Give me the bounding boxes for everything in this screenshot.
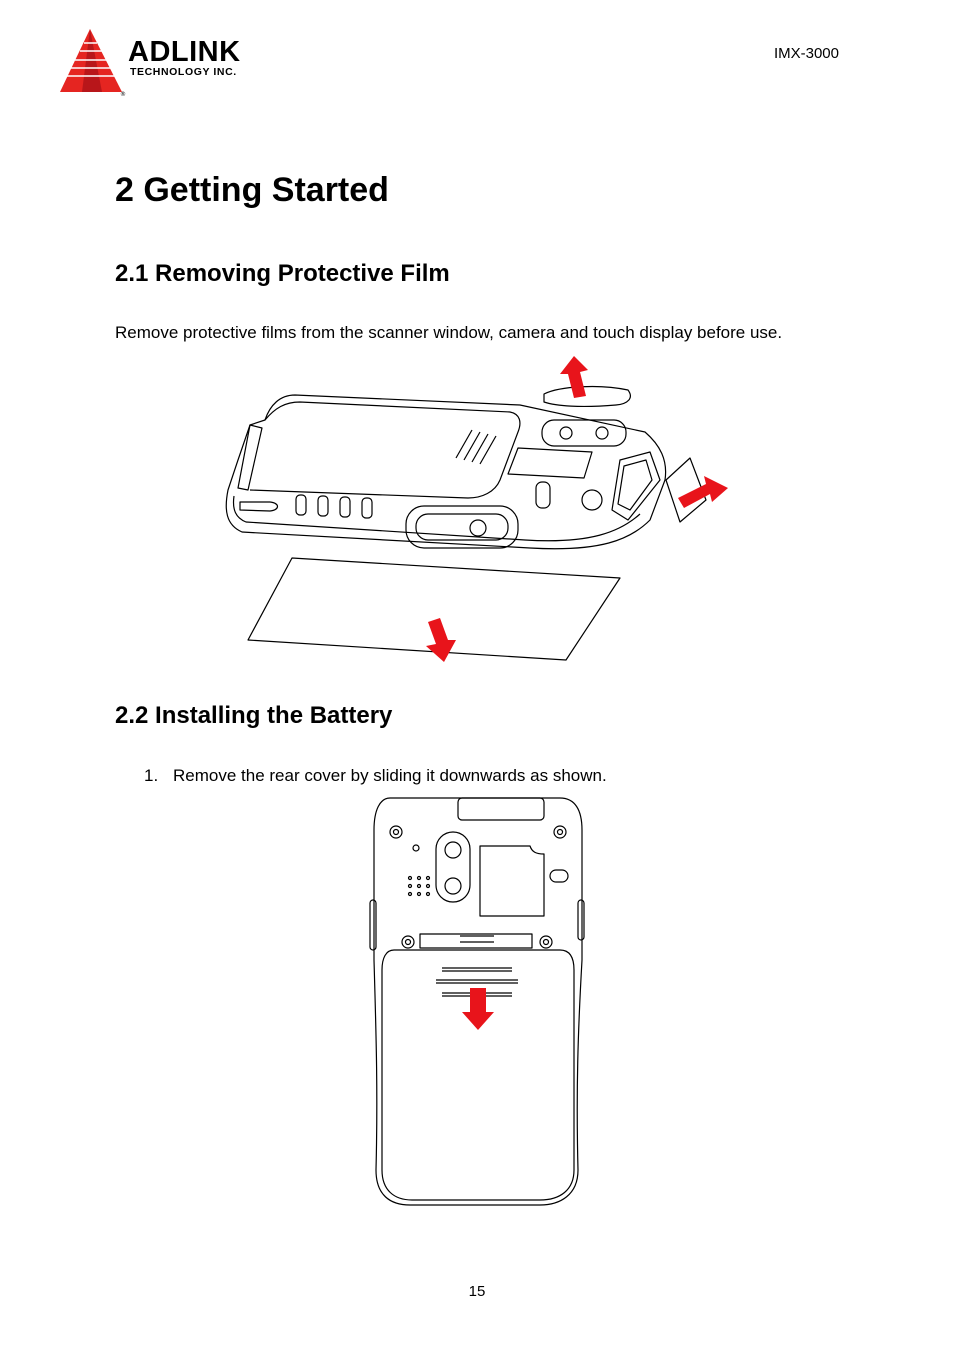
section-body-film: Remove protective films from the scanner… bbox=[115, 323, 783, 342]
adlink-logo: ® ADLINK TECHNOLOGY INC. bbox=[56, 26, 271, 98]
battery-step-1: 1. Remove the rear cover by sliding it do… bbox=[144, 766, 607, 786]
brand-wordmark: ADLINK bbox=[128, 36, 241, 68]
figure-protective-film bbox=[225, 356, 728, 662]
adlink-triangle-icon: ® bbox=[60, 29, 126, 98]
page-number: 15 bbox=[468, 1283, 486, 1300]
section-heading-battery: 2.2 Installing the Battery bbox=[115, 702, 393, 729]
model-name: IMX-3000 bbox=[773, 45, 839, 62]
svg-text:®: ® bbox=[120, 91, 126, 98]
chapter-title: 2 Getting Started bbox=[115, 171, 389, 209]
figure-rear-cover bbox=[369, 797, 585, 1206]
section-heading-film: 2.1 Removing Protective Film bbox=[115, 260, 450, 287]
step-text: Remove the rear cover by sliding it down… bbox=[173, 766, 607, 785]
brand-tagline: TECHNOLOGY INC. bbox=[130, 66, 237, 78]
step-number: 1. bbox=[144, 766, 159, 785]
